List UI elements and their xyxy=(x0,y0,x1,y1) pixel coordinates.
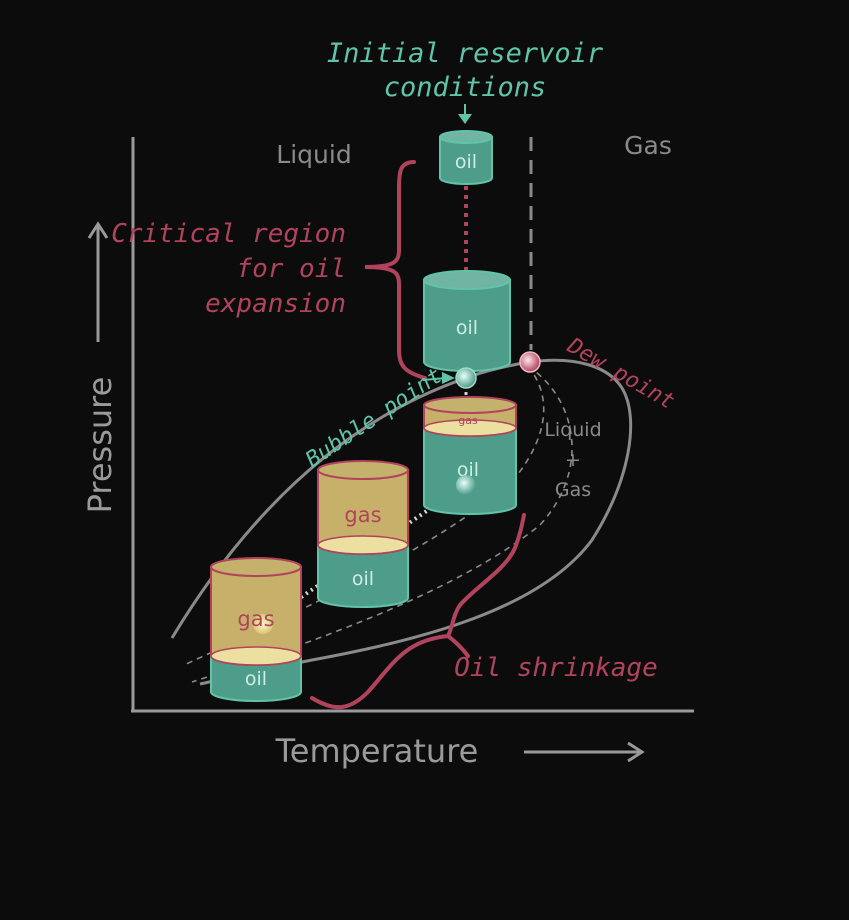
region-liquid: Liquid xyxy=(276,140,351,169)
oil-shrinkage-brace xyxy=(310,513,526,710)
critical-region-line1: Critical region xyxy=(111,219,346,249)
two-phase-line2: + xyxy=(565,449,581,471)
x-axis-label: Temperature xyxy=(275,732,479,770)
cylinder-lowest: gas oil xyxy=(210,557,302,702)
bubble-point-arrow-icon xyxy=(422,372,455,384)
y-axis-label: Pressure xyxy=(81,377,119,514)
critical-region-line2: for oil xyxy=(236,254,346,284)
cylinder-initial-oil-label: oil xyxy=(455,151,477,173)
two-phase-line1: Liquid xyxy=(544,419,601,441)
critical-region-line3: expansion xyxy=(205,289,346,319)
cylinder-middle-oil-label: oil xyxy=(352,568,374,590)
title-line2: conditions xyxy=(384,72,547,103)
cylinder-middle-gas-label: gas xyxy=(344,503,381,527)
bubble-point-marker xyxy=(455,367,477,389)
cylinder-below-bubble-gas-label: gas xyxy=(458,414,478,427)
two-phase-line3: Gas xyxy=(555,479,591,501)
cylinder-below-bubble-oil-label: oil xyxy=(457,459,479,481)
reservoir-state-marker xyxy=(456,475,476,495)
dew-point-marker xyxy=(519,351,541,373)
oil-shrinkage-label: Oil shrinkage xyxy=(454,653,658,683)
cylinder-expanded: oil xyxy=(423,270,511,372)
x-arrow-icon xyxy=(524,741,645,763)
critical-region-brace xyxy=(364,160,427,380)
cylinder-lowest-oil-label: oil xyxy=(245,668,267,690)
cylinder-lowest-state-marker xyxy=(253,614,273,634)
title-arrow-icon xyxy=(458,104,472,124)
y-arrow-icon xyxy=(87,221,109,342)
region-gas: Gas xyxy=(624,131,672,160)
cylinder-below-bubble: gas oil xyxy=(423,396,517,515)
title-line1: Initial reservoir xyxy=(327,38,604,69)
dew-point-label: Dew point xyxy=(562,333,679,415)
cylinder-lowest-gas-label: gas xyxy=(237,607,274,631)
cylinder-middle: gas oil xyxy=(317,460,409,608)
cylinder-initial: oil xyxy=(439,130,493,185)
cylinder-expanded-oil-label: oil xyxy=(456,317,478,339)
